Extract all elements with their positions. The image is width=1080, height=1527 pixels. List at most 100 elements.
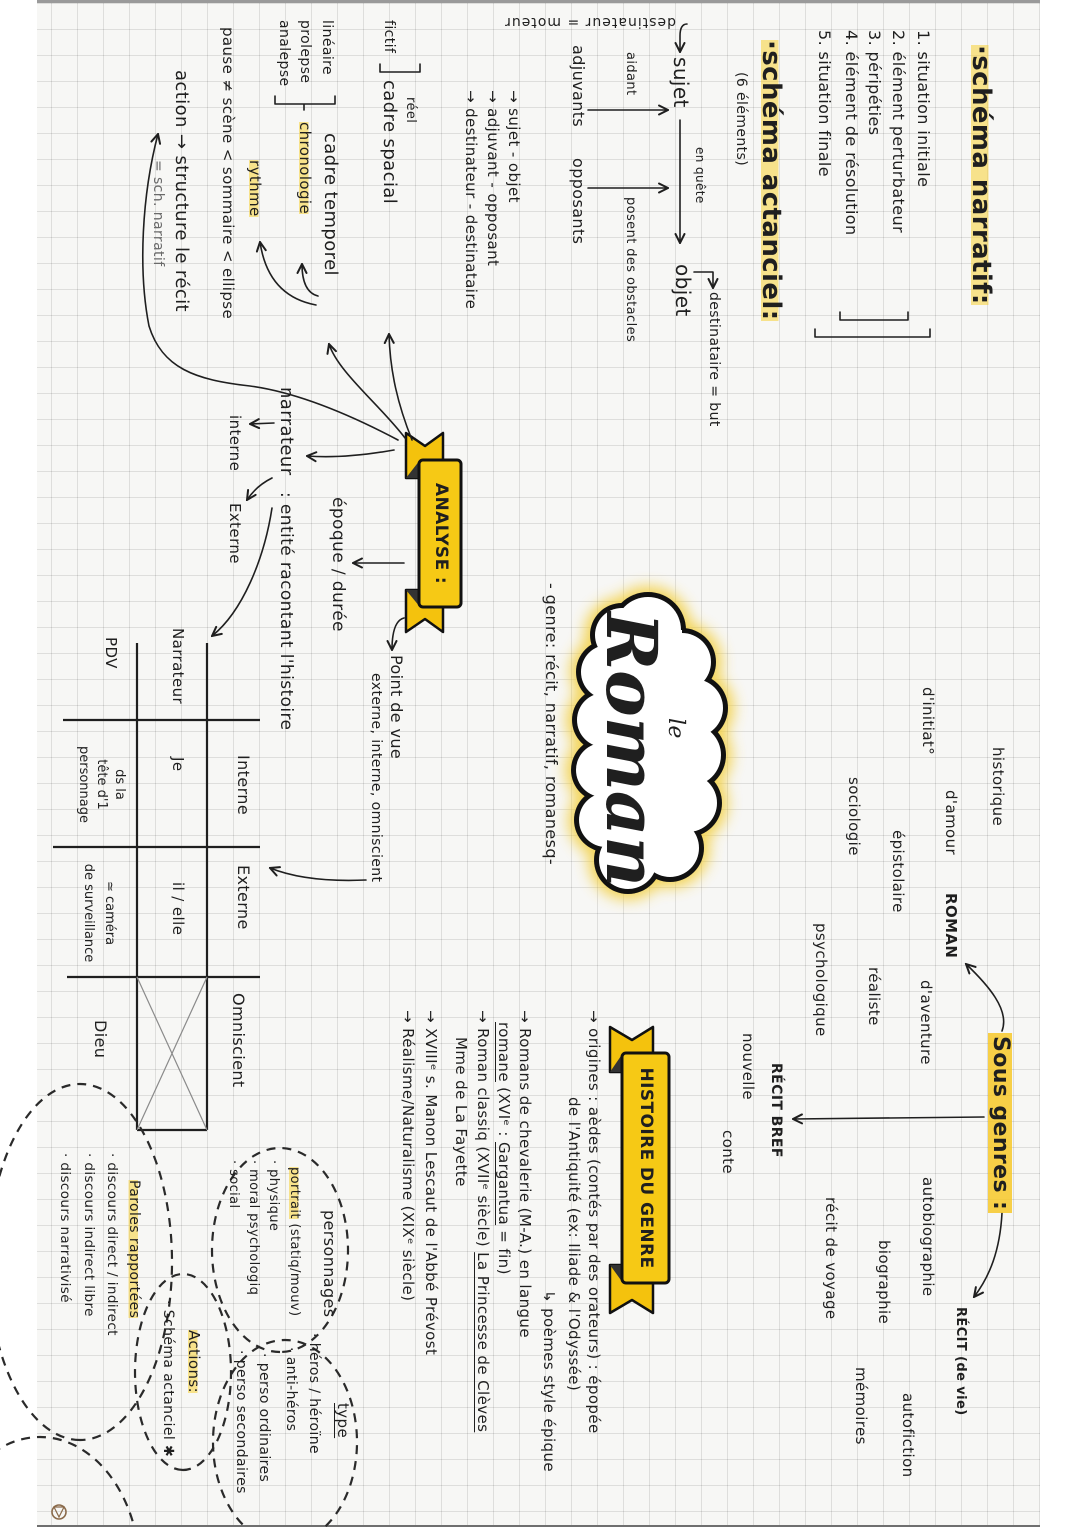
schema-narratif-item: 4. élément de résolution bbox=[842, 30, 861, 236]
narrateur-definition: : entité racontant l'histoire bbox=[276, 492, 296, 731]
cadre-spacial-label: cadre spacial bbox=[379, 80, 400, 205]
portrait-note: (statiq/mouv) bbox=[287, 1218, 302, 1317]
recit-bref-category: RÉCIT BREF bbox=[768, 1063, 784, 1158]
objet-label: objet bbox=[671, 264, 695, 317]
histoire-banner-label: HISTOIRE DU GENRE bbox=[636, 1067, 656, 1269]
narrateur-label: narrateur bbox=[276, 387, 297, 476]
roman-type: d'amour bbox=[942, 790, 960, 856]
opposants-label: opposants bbox=[569, 158, 588, 245]
quest-label: en quête bbox=[693, 147, 707, 204]
portrait-trait: · physique bbox=[266, 1160, 281, 1232]
arrow-objet-destinataire bbox=[693, 271, 713, 288]
roman-type: réaliste bbox=[865, 967, 883, 1026]
paroles-item: · discours narrativisé bbox=[57, 1153, 73, 1303]
histoire-line: de l'Antiquité (ex: Iliade & l'Odyssée) bbox=[565, 1097, 583, 1392]
paroles-item: · discours direct / indirect bbox=[104, 1153, 120, 1336]
narrateur-externe: Externe bbox=[226, 503, 244, 564]
circle-personnages bbox=[210, 1146, 350, 1354]
obstacles-label: posent des obstacles bbox=[623, 197, 638, 343]
arrow-chronologie bbox=[302, 264, 319, 297]
table-cell: ≃ caméra de surveillance bbox=[78, 849, 120, 977]
circle-corner bbox=[0, 1435, 142, 1527]
table-header-interne: Interne bbox=[234, 755, 253, 816]
arrow-interne bbox=[250, 423, 275, 424]
histoire-line: → Roman classiq (XVIIᵉ siècle) La Prince… bbox=[474, 1010, 492, 1433]
histoire-text: → Romans de chevalerie (M-A.) en langue bbox=[516, 1010, 534, 1338]
histoire-text: de l'Antiquité (ex: Iliade & l'Odyssée) bbox=[565, 1097, 583, 1392]
title-cloud bbox=[565, 586, 734, 900]
type-label: type bbox=[334, 1403, 352, 1439]
adjuvants-label: adjuvants bbox=[569, 45, 588, 128]
bracket-inner bbox=[839, 311, 909, 321]
histoire-text-underlined: Gargantua bbox=[495, 1142, 513, 1226]
roman-type: d'aventure bbox=[917, 980, 935, 1065]
histoire-line: Mme de La Fayette bbox=[452, 1037, 470, 1187]
table-header-omniscient: Omniscient bbox=[229, 993, 248, 1088]
arrow-pdv-table bbox=[270, 868, 367, 882]
destinateur-label: destinateur = moteur bbox=[504, 14, 676, 30]
type-item: · perso ordinaires bbox=[256, 1353, 272, 1483]
recit-bref-type: conte bbox=[719, 1130, 737, 1175]
cell-line: personnage bbox=[76, 745, 91, 824]
histoire-text: → Réalisme/Naturalisme (XIXᵉ siècle) bbox=[399, 1010, 417, 1302]
actant-pair: → sujet - objet bbox=[505, 90, 523, 203]
portrait-trait: · social bbox=[226, 1160, 241, 1209]
table-row-label-narrateur: Narrateur bbox=[169, 628, 187, 705]
histoire-text: Mme de La Fayette bbox=[452, 1037, 470, 1187]
recit-vie-type: autobiographie bbox=[919, 1177, 937, 1297]
aidant-label: aidant bbox=[623, 52, 638, 96]
schema-narratif-heading: ·schéma narratif: bbox=[966, 45, 996, 305]
cell-line: de surveillance bbox=[81, 863, 96, 963]
roman-category: ROMAN bbox=[942, 893, 960, 959]
type-item: · héros / héroïne bbox=[306, 1333, 322, 1454]
actant-pair: → adjuvant - opposant bbox=[484, 90, 502, 267]
arrow-analyse-narrateur bbox=[307, 449, 395, 457]
cadre-temporel-label: cadre temporel bbox=[320, 133, 341, 276]
ordre-item: analepse bbox=[276, 20, 292, 87]
histoire-text: (XVIᵉ : bbox=[495, 1081, 513, 1142]
histoire-text: = fin) bbox=[495, 1225, 513, 1275]
cell-line: ≃ caméra bbox=[102, 880, 117, 946]
histoire-text: ↳ poèmes style épique bbox=[540, 1290, 558, 1472]
fictif-label: fictif bbox=[381, 20, 397, 54]
actions-label: Actions: bbox=[185, 1330, 203, 1394]
recit-vie-type: autofiction bbox=[899, 1393, 917, 1478]
recit-vie-type: mémoires bbox=[852, 1367, 870, 1445]
genre-line: - genre: récit, narratif, romanesq- bbox=[542, 583, 561, 866]
histoire-line: → origines : aèdes (contés par des orate… bbox=[585, 1010, 603, 1434]
roman-type: historique bbox=[989, 747, 1007, 827]
histoire-line: → XVIIIᵉ s. Manon Lescaut de l'Abbé Prév… bbox=[422, 1010, 440, 1356]
epoque-label: époque / durée bbox=[328, 497, 348, 632]
dashed-circles bbox=[0, 1082, 359, 1527]
histoire-text: → XVIIIᵉ s. Manon Lescaut de l'Abbé Prév… bbox=[422, 1010, 440, 1356]
histoire-line: → Réalisme/Naturalisme (XIXᵉ siècle) bbox=[399, 1010, 417, 1302]
sous-genres-heading: Sous genres : bbox=[988, 1033, 1013, 1214]
circle-paroles bbox=[0, 1082, 174, 1442]
rythme-detail: pause ≠ scène < sommaire < ellipse bbox=[219, 27, 237, 320]
table-cell: il / elle bbox=[169, 882, 187, 936]
histoire-line: ↳ poèmes style épique bbox=[540, 1290, 558, 1472]
analyse-banner-label: ANALYSE : bbox=[431, 482, 451, 585]
point-de-vue-types: externe, interne, omniscient bbox=[368, 673, 384, 883]
recit-vie-category: RÉCIT (de vie) bbox=[953, 1307, 968, 1416]
paroles-label: Paroles rapportées bbox=[126, 1180, 142, 1319]
roman-type: d'initiat° bbox=[919, 687, 937, 756]
schema-actanciel-heading: ·schéma actanciel: bbox=[756, 40, 786, 321]
arrow-externe bbox=[247, 477, 273, 500]
personnages-label: personnages bbox=[320, 1210, 339, 1318]
roman-type: sociologie bbox=[845, 777, 863, 856]
arrow-narrateur-table bbox=[212, 507, 273, 636]
sujet-label: sujet bbox=[669, 57, 693, 108]
histoire-text-underlined: La Princesse de Clèves bbox=[474, 1252, 492, 1433]
arrow-sous-genres-roman bbox=[966, 964, 1005, 1032]
type-item: · anti-héros bbox=[283, 1347, 299, 1432]
arrow-sous-genres-recit-bref bbox=[793, 1117, 985, 1119]
cell-line: ds la bbox=[112, 769, 127, 800]
table-cell: ds la tête d'1 personnage bbox=[74, 722, 128, 847]
page-title: Roman bbox=[590, 612, 673, 888]
arrow-analyse-action bbox=[142, 134, 399, 441]
recit-bref-type: nouvelle bbox=[739, 1033, 757, 1101]
point-de-vue-label: Point de vue bbox=[387, 655, 406, 760]
